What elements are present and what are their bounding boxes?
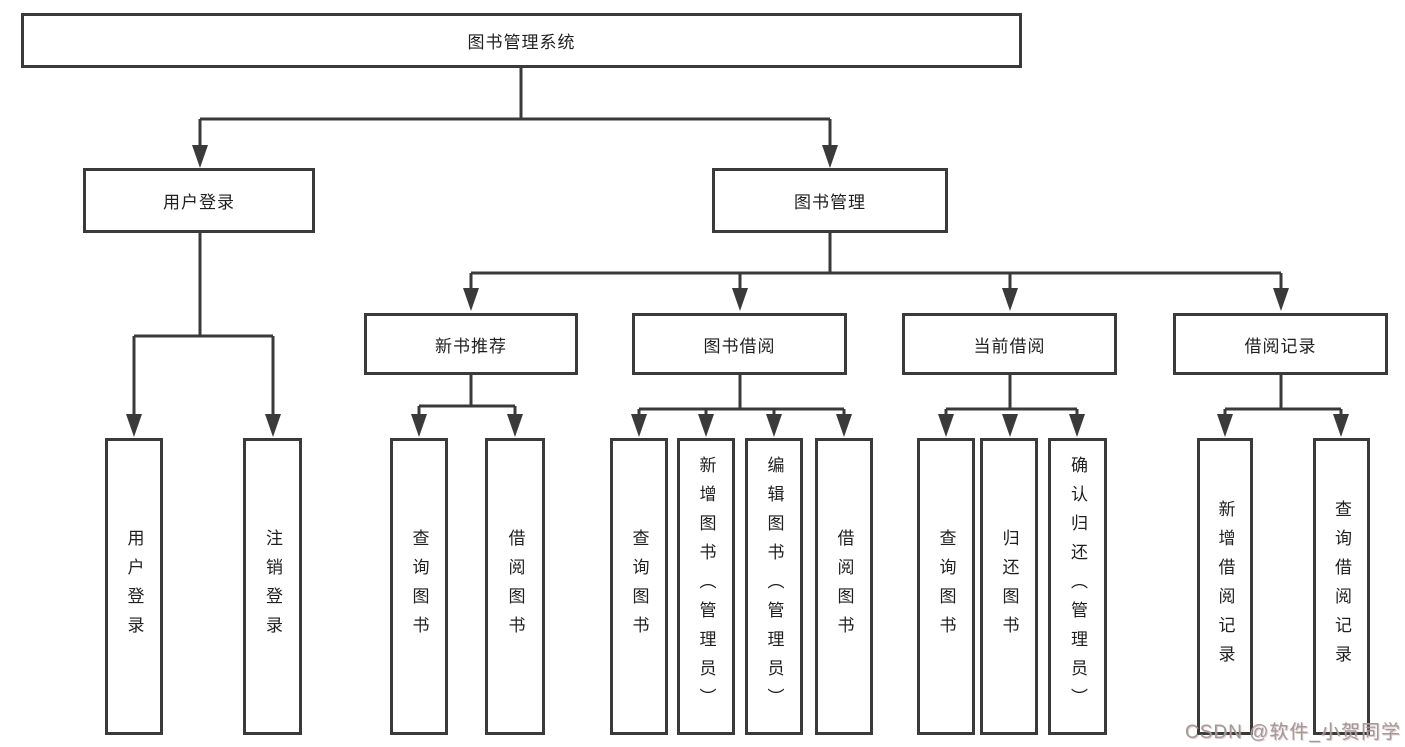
node-system-root: 图书管理系统 — [21, 13, 1022, 68]
leaf-label: 归还图书 — [999, 528, 1019, 645]
leaf-add-books-admin: 新增图书（管理员） — [677, 438, 735, 735]
node-borrowing-records: 借阅记录 — [1173, 313, 1388, 375]
node-new-book-recommend: 新书推荐 — [364, 313, 578, 375]
leaf-user-login: 用户登录 — [105, 438, 163, 735]
leaf-return-books: 归还图书 — [980, 438, 1038, 735]
edge-current-children — [938, 375, 1085, 437]
leaf-label: 查询图书 — [936, 528, 956, 645]
arrowhead-down-icon — [631, 414, 647, 437]
arrowhead-down-icon — [1002, 414, 1018, 437]
arrowhead-down-icon — [822, 145, 838, 168]
leaf-logout: 注销登录 — [243, 438, 302, 735]
arrowhead-down-icon — [126, 414, 142, 437]
arrowhead-down-icon — [938, 414, 954, 437]
arrowhead-down-icon — [732, 288, 748, 311]
edge-root-to-level2 — [192, 68, 838, 168]
leaf-label: 借阅图书 — [505, 528, 525, 645]
leaf-label: 注销登录 — [263, 528, 282, 645]
node-book-borrowing: 图书借阅 — [632, 313, 847, 375]
arrowhead-down-icon — [265, 414, 281, 437]
arrowhead-down-icon — [463, 288, 479, 311]
csdn-watermark: CSDN @软件_小贺同学 — [1185, 722, 1401, 743]
leaf-label: 编辑图书（管理员） — [764, 456, 784, 717]
arrowhead-down-icon — [411, 414, 427, 437]
arrowhead-down-icon — [1002, 288, 1018, 311]
arrowhead-down-icon — [836, 414, 852, 437]
leaf-label: 用户登录 — [124, 528, 144, 645]
leaf-query-books-2: 查询图书 — [610, 438, 668, 735]
leaf-label: 新增图书（管理员） — [696, 456, 716, 717]
leaf-query-books-3: 查询图书 — [917, 438, 975, 735]
node-book-management: 图书管理 — [712, 168, 948, 233]
leaf-borrow-books-1: 借阅图书 — [485, 438, 545, 735]
leaf-label: 查询借阅记录 — [1332, 499, 1351, 674]
leaf-query-borrow-record: 查询借阅记录 — [1313, 438, 1370, 735]
edge-user-login-children — [126, 233, 281, 437]
arrowhead-down-icon — [766, 414, 782, 437]
leaf-label: 新增借阅记录 — [1215, 499, 1235, 674]
leaf-borrow-books-2: 借阅图书 — [815, 438, 873, 735]
leaf-confirm-return-admin: 确认归还（管理员） — [1048, 438, 1107, 735]
edge-borrowing-children — [631, 375, 852, 437]
leaf-label: 查询图书 — [409, 528, 429, 645]
leaf-label: 借阅图书 — [834, 528, 854, 645]
arrowhead-down-icon — [507, 414, 523, 437]
node-user-login: 用户登录 — [83, 168, 315, 233]
arrowhead-down-icon — [1333, 414, 1349, 437]
node-current-borrowing: 当前借阅 — [902, 313, 1117, 375]
arrowhead-down-icon — [1217, 414, 1233, 437]
leaf-label: 确认归还（管理员） — [1068, 456, 1087, 717]
arrowhead-down-icon — [698, 414, 714, 437]
arrowhead-down-icon — [1273, 288, 1289, 311]
leaf-add-borrow-record: 新增借阅记录 — [1197, 438, 1253, 735]
leaf-label: 查询图书 — [629, 528, 649, 645]
arrowhead-down-icon — [192, 145, 208, 168]
leaf-edit-books-admin: 编辑图书（管理员） — [745, 438, 803, 735]
edge-book-mgmt-children — [463, 233, 1289, 311]
edge-records-children — [1217, 375, 1349, 437]
leaf-query-books-1: 查询图书 — [390, 438, 448, 735]
edge-new-rec-children — [411, 375, 523, 437]
arrowhead-down-icon — [1069, 414, 1085, 437]
